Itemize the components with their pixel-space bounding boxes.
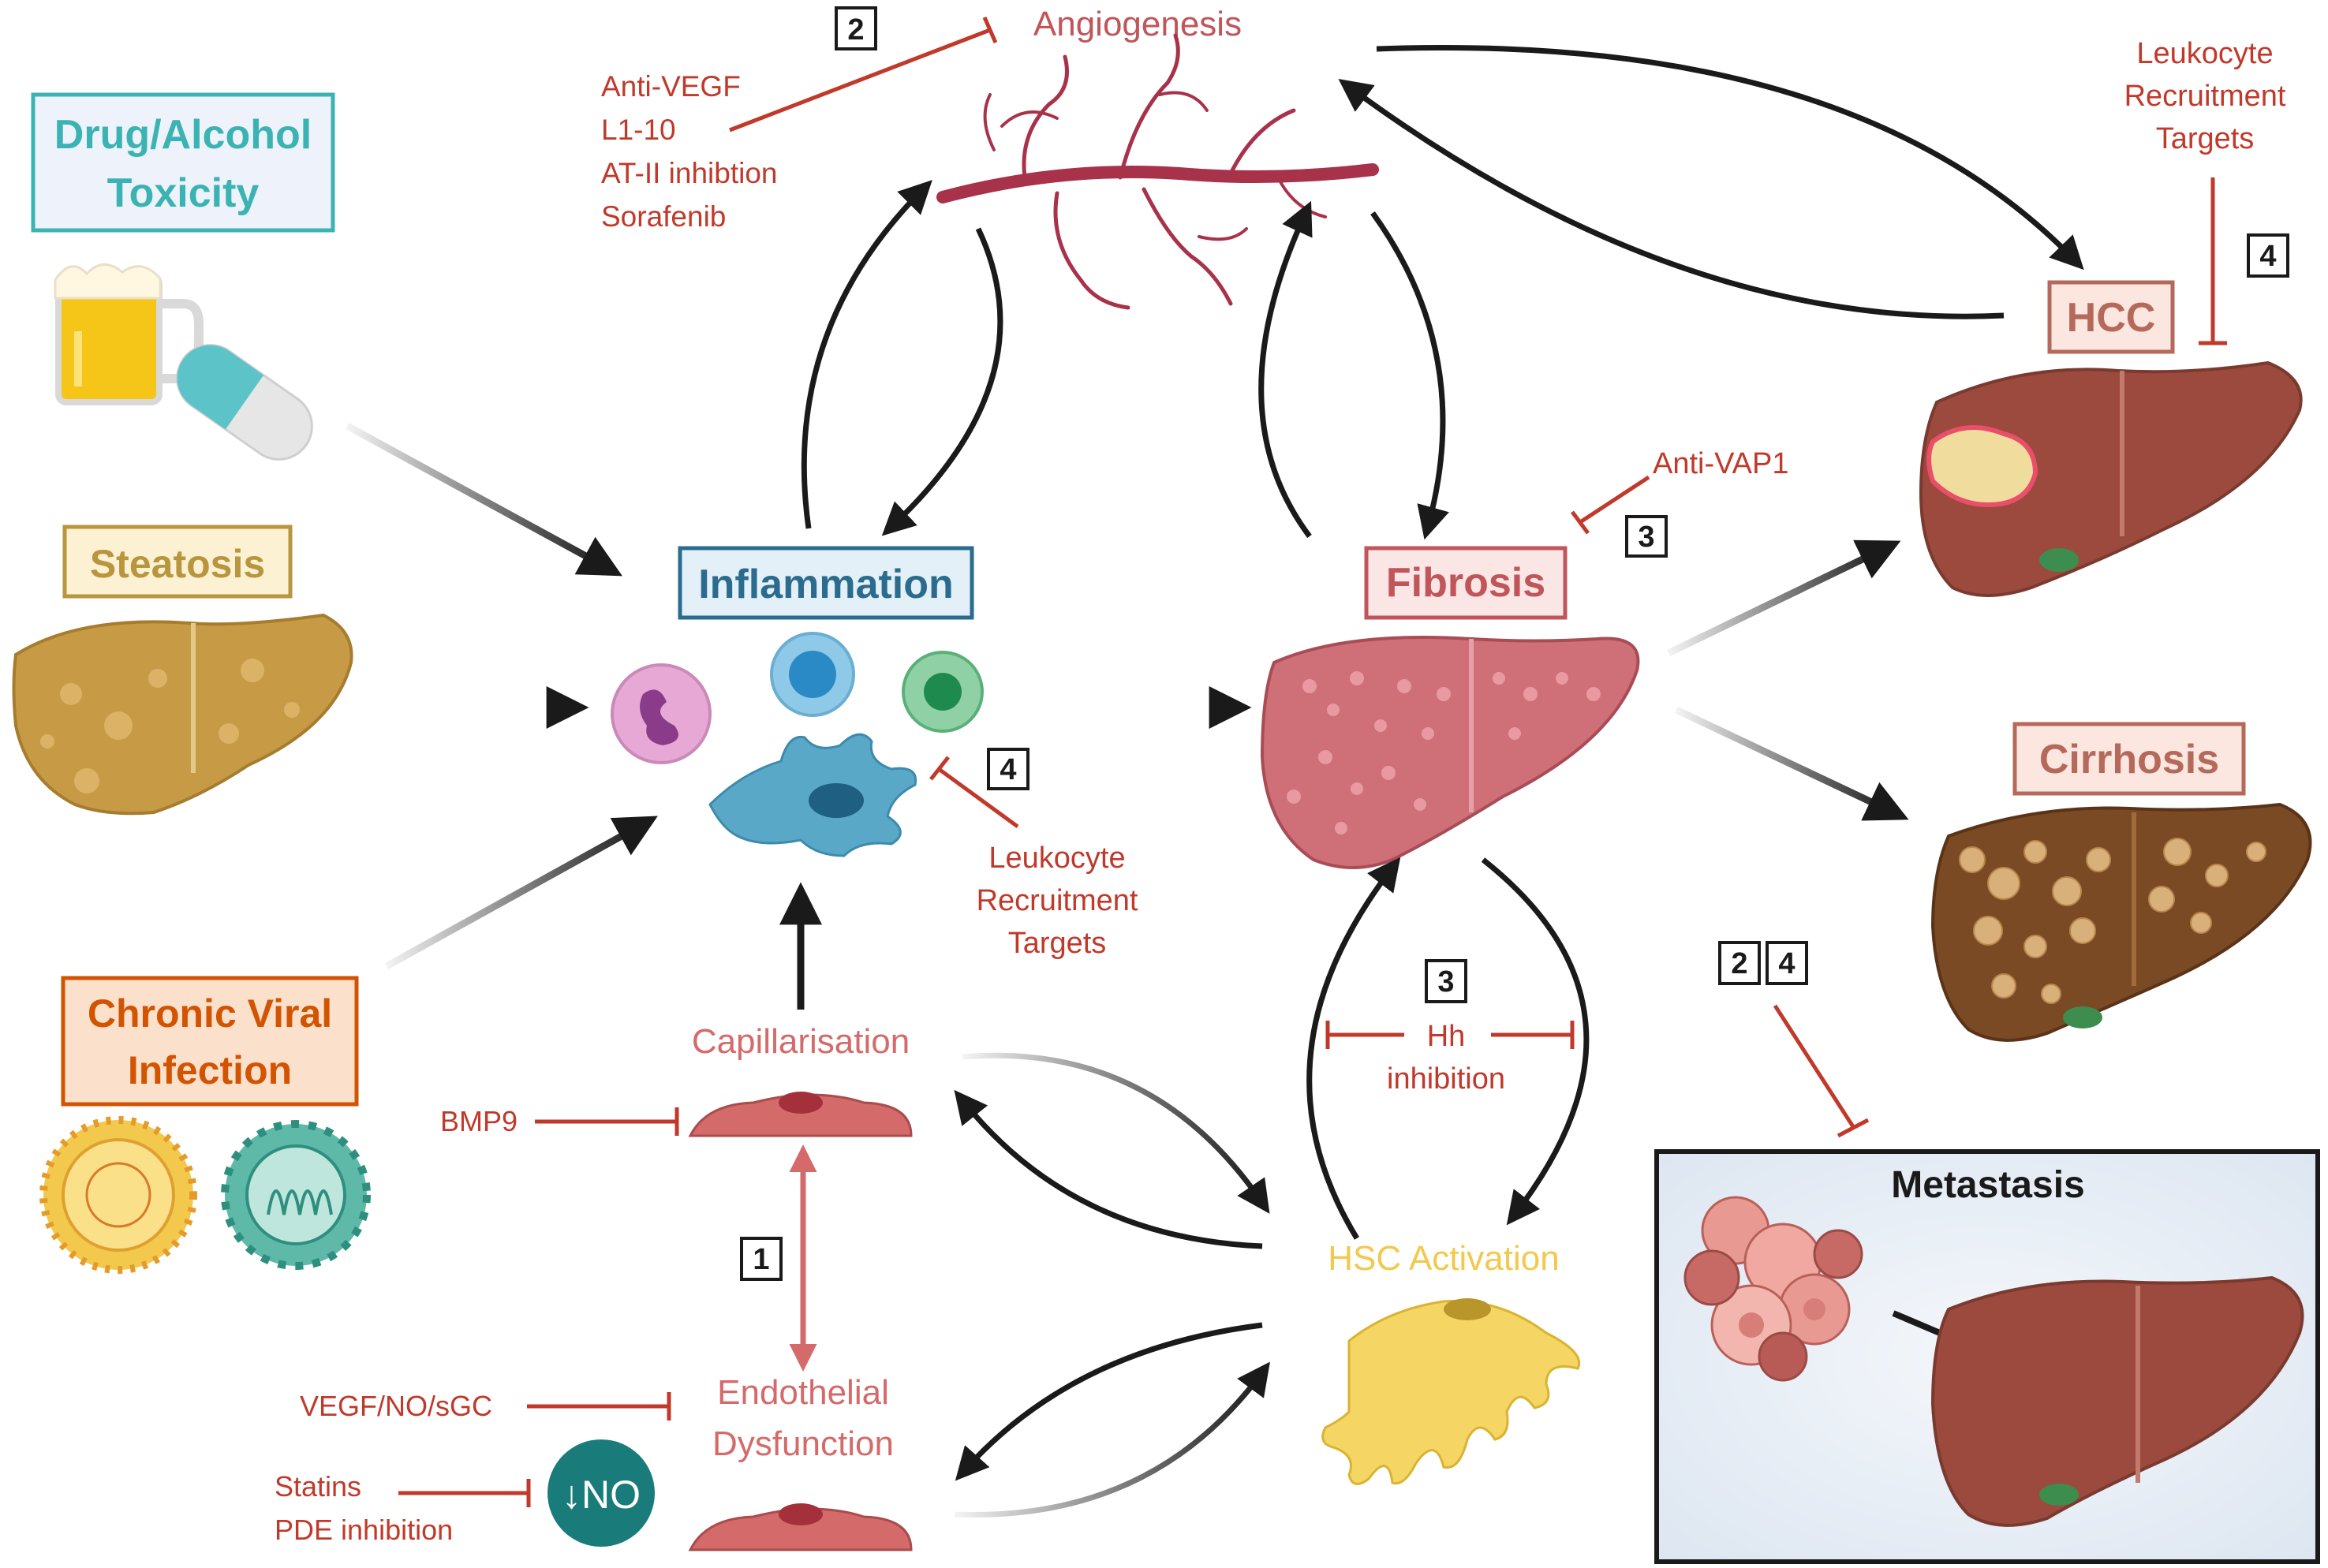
angio-intervention-2: L1-10 (601, 114, 676, 146)
hcc-to-angio-arrow (1338, 79, 2005, 319)
angio-intervention-4: Sorafenib (601, 200, 726, 233)
fibrosis-to-angio-arrow (1258, 200, 1313, 539)
fibrosis-to-cirrhosis-arrow (1675, 706, 1909, 821)
fibrosis-to-hcc-arrow (1667, 539, 1901, 657)
endothelial-label-1: Endothelial (717, 1373, 889, 1412)
angio-intervention-3: AT-II inhibtion (601, 157, 777, 189)
metastasis-label: Metastasis (1891, 1164, 2084, 1206)
angio-to-fibrosis-arrow (1370, 211, 1449, 540)
endothelial-to-hsc-arrow (954, 1361, 1270, 1518)
leukocyte-top-intervention: Leukocyte Recruitment Targets 4 (2124, 37, 2289, 345)
hsc-cell-icon (1321, 1298, 1580, 1485)
leukocyte-top-2: Recruitment (2124, 80, 2286, 113)
chronic-viral-label-2: Infection (128, 1048, 292, 1092)
chronic-viral-box: Chronic Viral Infection (61, 976, 359, 1107)
inflammation-box: Inflammation (678, 546, 974, 620)
inflammation-to-angio-arrow (801, 180, 932, 529)
badge-leukocyte: 4 (1000, 753, 1016, 786)
no-badge-label: ↓NO (562, 1473, 641, 1517)
drug-alcohol-label-1: Drug/Alcohol (54, 112, 312, 158)
capillary-cell-icon (688, 1092, 913, 1137)
angio-to-inflammation-arrow (881, 227, 1003, 536)
fibrotic-liver-icon (1260, 636, 1640, 869)
tumor-cluster-icon (1683, 1196, 1863, 1382)
angio-intervention: 2 Anti-VEGF L1-10 AT-II inhibtion Sorafe… (601, 6, 998, 233)
viral-to-inflammation-arrow (384, 816, 658, 969)
vegf-no-label: VEGF/NO/sGC (300, 1390, 492, 1422)
anti-vap1-label: Anti-VAP1 (1653, 447, 1788, 480)
metastasis-intervention: 2 4 (1718, 941, 1870, 1138)
cirrhotic-liver-icon (1930, 802, 2312, 1042)
badge-hh: 3 (1437, 965, 1454, 999)
bmp9-label: BMP9 (440, 1105, 518, 1137)
steatosis-label: Steatosis (90, 542, 265, 586)
endothelial-label-2: Dysfunction (712, 1424, 894, 1463)
hsc-to-capillarisation-arrow (954, 1089, 1263, 1249)
badge-fibrosis: 3 (1638, 521, 1654, 554)
leukocyte-mid-1: Leukocyte (988, 842, 1125, 875)
angiogenesis-label: Angiogenesis (1033, 5, 1242, 43)
virus-hcv-icon (221, 1120, 371, 1270)
steatosis-liver-icon (12, 613, 353, 816)
hh-label-1: Hh (1427, 1020, 1466, 1053)
metastasis-panel: Metastasis (1654, 1149, 2320, 1564)
cirrhosis-box: Cirrhosis (2012, 722, 2246, 796)
virus-hbv-icon (39, 1116, 197, 1274)
fibrosis-box: Fibrosis (1364, 546, 1568, 620)
badge-angio: 2 (847, 13, 864, 47)
metastasis-liver-icon (1930, 1275, 2304, 1527)
fibrosis-label: Fibrosis (1386, 560, 1545, 606)
hcc-label: HCC (2067, 295, 2156, 341)
badge-endo: 1 (753, 1243, 769, 1276)
drug-to-inflammation-arrow (345, 423, 622, 577)
inflammation-label: Inflammation (698, 562, 954, 607)
badge-meta-a: 2 (1731, 947, 1747, 980)
hsc-to-endothelial-arrow (955, 1322, 1263, 1481)
hcc-liver-icon (1919, 360, 2303, 597)
badge-hcc: 4 (2259, 240, 2276, 273)
hsc-label: HSC Activation (1328, 1239, 1559, 1278)
hcc-box: HCC (2047, 280, 2175, 354)
statins-intervention: Statins PDE inhibition (275, 1470, 531, 1546)
endothelial-cell-icon (688, 1503, 913, 1551)
blood-vessel-icon (936, 33, 1379, 310)
no-badge-icon: ↓NO (547, 1439, 655, 1547)
vegf-no-intervention: VEGF/NO/sGC (300, 1390, 671, 1422)
anti-vap1-intervention: Anti-VAP1 3 (1570, 447, 1788, 558)
angio-intervention-1: Anti-VEGF (601, 70, 741, 103)
leukocyte-mid-intervention: 4 Leukocyte Recruitment Targets (929, 748, 1138, 960)
hh-label-2: inhibition (1387, 1062, 1505, 1096)
hh-intervention: 3 Hh inhibition (1325, 959, 1575, 1096)
capillarisation-label: Capillarisation (692, 1022, 910, 1061)
leukocyte-mid-2: Recruitment (977, 884, 1138, 917)
pill-icon (176, 344, 313, 461)
immune-cells-icon (611, 632, 984, 857)
steatosis-box: Steatosis (62, 525, 293, 599)
angio-to-hcc-arrow (1376, 44, 2084, 271)
cirrhosis-label: Cirrhosis (2039, 737, 2219, 782)
drug-alcohol-box: Drug/Alcohol Toxicity (31, 92, 335, 233)
badge-endo-box (740, 1237, 783, 1281)
bmp9-intervention: BMP9 (440, 1105, 679, 1137)
leukocyte-top-3: Targets (2156, 122, 2255, 155)
leukocyte-top-1: Leukocyte (2136, 37, 2273, 70)
chronic-viral-label-1: Chronic Viral (88, 991, 332, 1036)
statins-label-2: PDE inhibition (275, 1514, 453, 1546)
leukocyte-mid-3: Targets (1008, 927, 1107, 960)
beer-mug-icon (54, 263, 204, 405)
capillarisation-to-hsc-arrow (962, 1052, 1270, 1214)
drug-alcohol-label-2: Toxicity (107, 170, 260, 216)
badge-meta-b: 4 (1778, 947, 1795, 980)
statins-label-1: Statins (275, 1470, 361, 1503)
hsc-to-fibrosis-arrow (1306, 857, 1401, 1240)
fibrosis-to-hsc-arrow (1481, 857, 1590, 1226)
